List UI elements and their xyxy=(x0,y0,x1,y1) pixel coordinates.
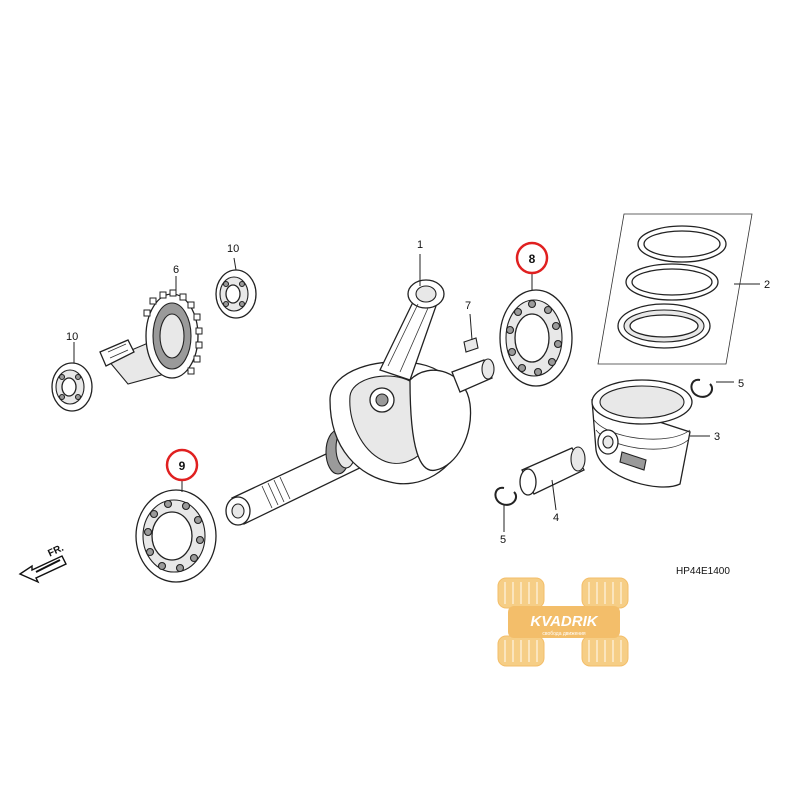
woodruff-key xyxy=(463,337,479,353)
piston-ring-set xyxy=(597,213,753,365)
piston-pin xyxy=(519,446,586,496)
callout-2: 2 xyxy=(764,279,770,291)
watermark-tagline: свобода движения xyxy=(542,631,586,637)
callout-8: 8 xyxy=(529,252,536,266)
callout-8-highlight: 8 xyxy=(515,241,549,275)
watermark-plate xyxy=(508,606,620,638)
crankshaft xyxy=(225,279,495,526)
piston-pin-clip-upper xyxy=(690,378,714,398)
callout-6: 6 xyxy=(173,264,179,276)
callout-10-lower: 10 xyxy=(66,331,78,343)
piston xyxy=(591,379,693,488)
front-direction-arrow: FR. xyxy=(18,543,67,584)
right-crank-bearing xyxy=(499,289,573,387)
callout-4: 4 xyxy=(553,512,559,524)
balancer-bearing-upper xyxy=(215,269,257,319)
balancer-shaft xyxy=(99,289,203,385)
callout-7: 7 xyxy=(465,300,471,312)
diagram-code: HP44E1400 xyxy=(676,566,730,577)
callout-10-upper: 10 xyxy=(227,243,239,255)
watermark-brand: KVADRIK xyxy=(530,613,598,630)
callout-5-lower: 5 xyxy=(500,534,506,546)
watermark-logo: KVADRIK свобода движения xyxy=(497,577,629,667)
callout-3: 3 xyxy=(714,431,720,443)
left-crank-bearing xyxy=(135,489,217,583)
watermark-tire-treads xyxy=(504,582,622,662)
callout-1: 1 xyxy=(417,239,423,251)
leader-lines xyxy=(73,254,760,532)
callout-9: 9 xyxy=(179,459,186,473)
callout-5-upper: 5 xyxy=(738,378,744,390)
callout-9-highlight: 9 xyxy=(165,448,199,482)
piston-pin-clip-lower xyxy=(494,486,518,506)
balancer-bearing-lower xyxy=(51,362,93,412)
